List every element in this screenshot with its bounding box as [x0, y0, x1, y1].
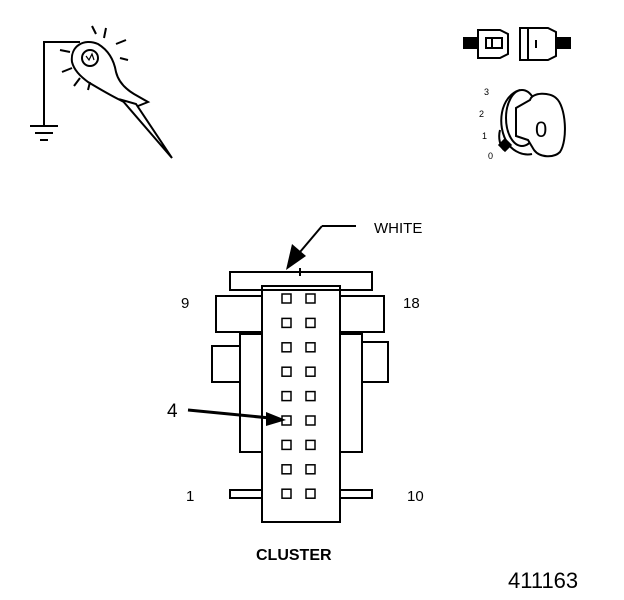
pin-cavity [281, 293, 292, 304]
pin-cavity [305, 415, 316, 426]
connector-name: CLUSTER [256, 547, 332, 564]
pin-cavity [305, 488, 316, 499]
pin-label-1: 1 [186, 488, 195, 505]
disconnected-connector-icon [463, 27, 571, 61]
pin-cavity [305, 439, 316, 451]
ignition-key-icon [497, 89, 566, 158]
pin-cavity [281, 342, 292, 353]
pin-cavity [281, 488, 292, 499]
ignition-position-3: 3 [484, 87, 490, 97]
pin-4-pointer-arrow [187, 408, 286, 426]
pin-cavity [305, 293, 316, 304]
ground-symbol-icon [30, 125, 58, 141]
pin-label-18: 18 [403, 295, 420, 312]
cluster-connector [211, 268, 389, 523]
wire-pointer-arrow [286, 225, 356, 270]
test-light-probe-icon [30, 25, 173, 159]
pin-cavity [305, 317, 316, 329]
pin-label-4: 4 [167, 401, 178, 422]
pin-cavity [281, 390, 292, 402]
pin-cavity [281, 464, 292, 475]
pin-cavity [281, 366, 292, 377]
ignition-key-letter: 0 [535, 117, 548, 142]
pin-label-10: 10 [407, 488, 424, 505]
ignition-position-1: 1 [482, 131, 488, 141]
wire-color-label: WHITE [374, 220, 423, 237]
figure-number: 411163 [508, 568, 579, 593]
pin-cavity [305, 390, 316, 402]
pin-cavity [305, 342, 316, 353]
pin-cavity [305, 366, 316, 377]
pin-cavities [281, 293, 316, 499]
pin-label-9: 9 [181, 295, 190, 312]
ignition-position-2: 2 [479, 109, 485, 119]
ignition-position-0: 0 [488, 151, 494, 161]
pin-cavity [281, 317, 292, 329]
pin-cavity [281, 439, 292, 451]
pin-cavity [305, 464, 316, 475]
